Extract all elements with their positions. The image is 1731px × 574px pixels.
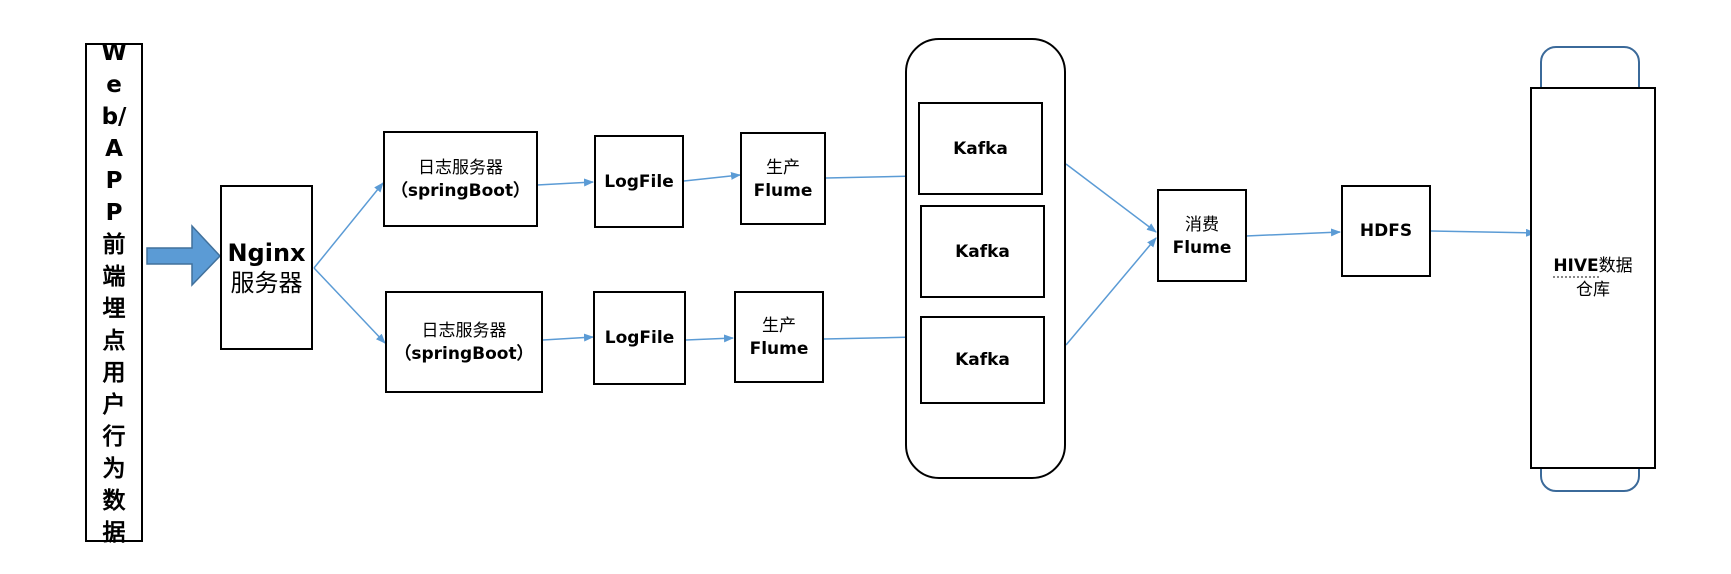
hdfs-label: HDFS bbox=[1359, 221, 1413, 241]
logfile-1-label: LogFile bbox=[604, 171, 674, 192]
hive-word: HIVE bbox=[1553, 256, 1599, 278]
producer-1-line1: 生产 bbox=[766, 157, 800, 178]
log-server-box-1: 日志服务器 （springBoot） bbox=[383, 131, 538, 227]
hive-line1: HIVE数据 bbox=[1553, 254, 1633, 278]
source-box: Web/APP前端埋点用户行为数据 bbox=[85, 40, 143, 546]
producer-1-line2: Flume bbox=[753, 180, 813, 201]
nginx-box: Nginx 服务器 bbox=[220, 185, 313, 350]
edge-logserver-2-to-logfile-2 bbox=[542, 333, 594, 342]
edge-logfile-1-to-producer-1 bbox=[683, 171, 741, 182]
kafka-1-label: Kafka bbox=[953, 138, 1008, 159]
edge-consumer-to-hdfs bbox=[1245, 228, 1341, 237]
edge-kafka-to-consumer-bottom bbox=[1065, 237, 1157, 346]
consumer-line2: Flume bbox=[1172, 237, 1232, 258]
hive-line2: 仓库 bbox=[1576, 280, 1610, 300]
consumer-line1: 消费 bbox=[1185, 214, 1219, 235]
edge-logserver-1-to-logfile-1 bbox=[536, 178, 594, 187]
consumer-flume-box: 消费 Flume bbox=[1157, 189, 1247, 282]
logfile-2-label: LogFile bbox=[604, 328, 675, 348]
edge-hdfs-to-hive bbox=[1430, 228, 1536, 237]
big-arrow-icon bbox=[146, 224, 222, 287]
log-server-box-2: 日志服务器 （springBoot） bbox=[385, 291, 543, 393]
producer-flume-box-2: 生产 Flume bbox=[734, 291, 824, 383]
edge-nginx-to-logserver-2 bbox=[313, 267, 386, 344]
log-server-2-line1: 日志服务器 bbox=[421, 321, 507, 341]
nginx-title: Nginx bbox=[227, 238, 306, 267]
producer-2-line2: Flume bbox=[749, 339, 809, 359]
edge-kafka-to-consumer-top bbox=[1065, 163, 1157, 233]
edge-producer-1-to-kafka bbox=[825, 172, 918, 181]
producer-flume-box-1: 生产 Flume bbox=[740, 132, 826, 225]
logfile-box-1: LogFile bbox=[594, 135, 684, 228]
producer-2-line1: 生产 bbox=[762, 316, 796, 336]
hdfs-box: HDFS bbox=[1341, 185, 1431, 277]
kafka-3-label: Kafka bbox=[955, 350, 1010, 370]
kafka-box-1: Kafka bbox=[918, 102, 1043, 195]
logfile-box-2: LogFile bbox=[593, 291, 686, 385]
hive-rest: 数据 bbox=[1598, 256, 1633, 276]
nginx-subtitle: 服务器 bbox=[230, 268, 303, 297]
source-label: Web/APP前端埋点用户行为数据 bbox=[101, 39, 127, 546]
log-server-1-line1: 日志服务器 bbox=[418, 158, 503, 178]
kafka-2-label: Kafka bbox=[955, 241, 1010, 262]
hive-box: HIVE数据 仓库 bbox=[1530, 87, 1656, 469]
log-server-1-line2: （springBoot） bbox=[390, 181, 531, 201]
kafka-box-3: Kafka bbox=[920, 316, 1045, 404]
edge-producer-2-to-kafka bbox=[823, 333, 918, 342]
log-server-2-line2: （springBoot） bbox=[394, 344, 534, 364]
kafka-box-2: Kafka bbox=[920, 205, 1045, 298]
edge-nginx-to-logserver-1 bbox=[313, 182, 384, 269]
edge-logfile-2-to-producer-2 bbox=[685, 334, 734, 343]
